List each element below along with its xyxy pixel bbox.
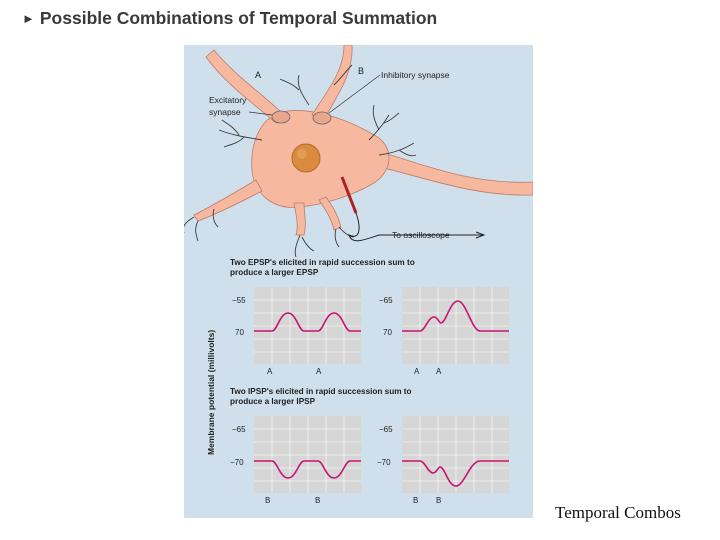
dendrite-bottom-2	[318, 196, 342, 231]
excitatory-label-2: synapse	[209, 107, 241, 117]
recording-electrode	[340, 176, 358, 214]
dendrite-branches	[184, 64, 417, 258]
slide-title: ► Possible Combinations of Temporal Summa…	[22, 8, 437, 29]
graph-panel	[402, 287, 509, 364]
dendrite-b	[311, 45, 353, 121]
graph-grid	[402, 287, 509, 364]
nucleus-highlight	[297, 149, 307, 159]
inhibitory-leader-line	[328, 74, 381, 114]
tick-top: −65	[379, 296, 393, 305]
oscilloscope-wire	[348, 212, 484, 242]
tick-top: −65	[232, 425, 246, 434]
label-b: B	[358, 66, 364, 76]
dendrite-a	[205, 49, 285, 124]
stimulus-label-2: B	[315, 496, 320, 505]
excitatory-label-1: Excitatory	[209, 95, 247, 105]
graph-ipsp-left: −65 −70 B B	[230, 416, 361, 505]
label-a: A	[255, 70, 261, 80]
ipsp-trace-left	[254, 460, 361, 479]
graph-panel	[402, 416, 509, 493]
stimulus-label-2: A	[436, 367, 442, 376]
graph-epsp-right: −65 70 A A	[379, 287, 509, 376]
nucleus	[291, 143, 321, 173]
graph-ipsp-right: −65 −70 B B	[377, 416, 509, 505]
play-triangle-icon: ►	[22, 11, 35, 26]
inhibitory-label: Inhibitory synapse	[381, 70, 450, 80]
graph-grid	[402, 416, 509, 493]
epsp-heading-1: Two EPSP's elicited in rapid succession …	[230, 258, 415, 267]
stimulus-label-2: B	[436, 496, 441, 505]
dendrite-bottom-1	[293, 202, 306, 236]
slide-caption: Temporal Combos	[555, 503, 681, 522]
epsp-trace-left	[254, 312, 361, 332]
excitatory-synapse-terminal	[271, 110, 291, 124]
ipsp-heading-2: produce a larger IPSP	[230, 397, 316, 406]
tick-top: −65	[379, 425, 393, 434]
stimulus-label-1: A	[267, 367, 273, 376]
tick-bottom: 70	[383, 328, 392, 337]
ipsp-trace-right	[402, 460, 509, 487]
slide-title-text: Possible Combinations of Temporal Summat…	[39, 8, 438, 28]
y-axis-label: Membrane potential (millivolts)	[206, 330, 216, 455]
graph-panel	[254, 416, 361, 493]
oscilloscope-arrow-icon	[469, 231, 486, 239]
figure-svg: A B Excitatory synapse Inhibitory synaps…	[184, 45, 533, 505]
epsp-trace-right	[402, 300, 509, 332]
oscilloscope-label: To oscilloscope	[392, 230, 450, 240]
tick-top: −55	[232, 296, 246, 305]
tick-bottom: −70	[230, 458, 244, 467]
tick-bottom: −70	[377, 458, 391, 467]
temporal-summation-figure: A B Excitatory synapse Inhibitory synaps…	[184, 45, 533, 518]
stimulus-label-2: A	[316, 367, 322, 376]
dendrite-lower-left	[193, 179, 263, 222]
tick-bottom: 70	[235, 328, 244, 337]
excitatory-leader-line	[248, 111, 273, 116]
inhibitory-synapse-terminal	[312, 111, 332, 125]
epsp-heading-2: produce a larger EPSP	[230, 268, 319, 277]
graph-grid	[254, 287, 361, 364]
stimulus-label-1: B	[265, 496, 270, 505]
stimulus-label-1: B	[413, 496, 418, 505]
axon	[378, 152, 533, 196]
graph-epsp-left: −55 70 A A	[232, 287, 361, 376]
stimulus-label-1: A	[414, 367, 420, 376]
ipsp-heading-1: Two IPSP's elicited in rapid succession …	[230, 387, 412, 396]
